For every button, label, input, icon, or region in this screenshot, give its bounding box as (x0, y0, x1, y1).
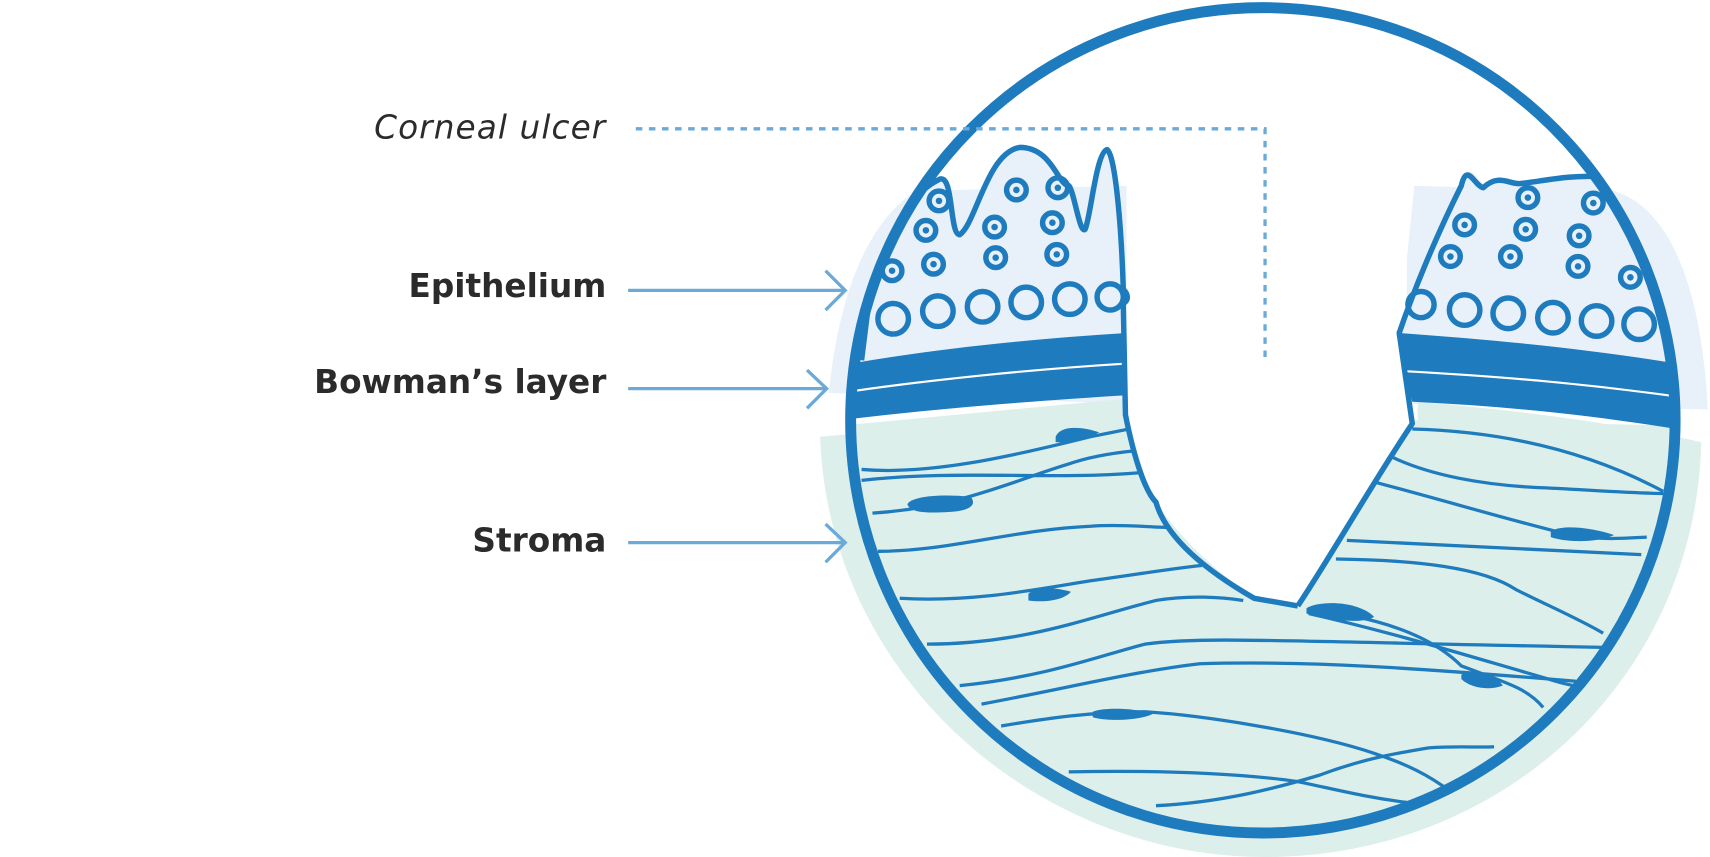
ulcer-crater (1126, 152, 1418, 606)
epithelium-cells-right (1437, 185, 1643, 290)
bowmans-layer-right-inner (1404, 370, 1676, 400)
ulcer-wall-left (858, 144, 1299, 609)
bowmans-layer-label: Bowman’s layer (314, 363, 607, 401)
bowmans-layer-left-inner (850, 362, 1127, 395)
epithelium-cells-left (879, 175, 1071, 284)
corneal-ulcer-leader-line (635, 127, 1267, 363)
ulcer-wall-right (1295, 172, 1604, 608)
magnification-circle (845, 2, 1681, 839)
epithelium-label: Epithelium (409, 267, 607, 305)
bowmans-layer-arrow (628, 368, 829, 410)
keratocytes (907, 427, 1615, 720)
corneal-ulcer-label: Corneal ulcer (374, 109, 608, 147)
basal-cells-left (875, 281, 1127, 337)
epithelium-arrow (628, 269, 848, 312)
stroma-arrow (628, 522, 848, 564)
basal-cells-right (1405, 288, 1658, 343)
stroma-fibers (861, 427, 1664, 808)
stroma-label: Stroma (472, 521, 606, 559)
bowmans-layer-left (850, 332, 1127, 421)
